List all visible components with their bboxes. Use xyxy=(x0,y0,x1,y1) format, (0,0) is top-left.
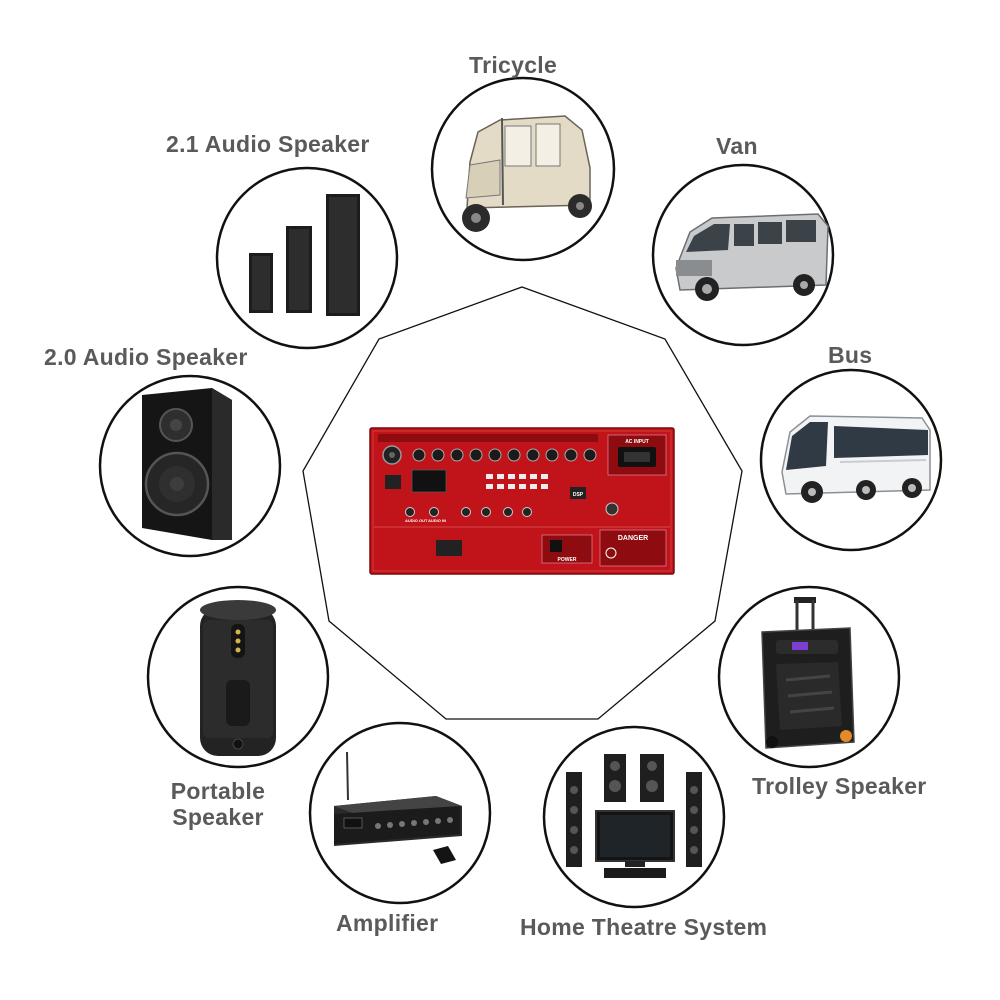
amplifier-board-panel: AC INPUT DSP AUDIO OUT AUDIO IN POWE xyxy=(369,427,675,575)
bus-image xyxy=(781,415,931,503)
speaker-20-item xyxy=(98,374,282,558)
column-speakers-image xyxy=(249,194,360,316)
panel-knobs xyxy=(382,445,597,465)
trolley-speaker-item xyxy=(717,585,901,769)
label-bus: Bus xyxy=(828,342,873,368)
tricycle-image xyxy=(462,115,592,232)
portable-speaker-item xyxy=(146,585,330,769)
amplifier-item xyxy=(308,721,492,905)
bookshelf-speaker-image xyxy=(142,388,232,540)
label-portable-line1: Portable xyxy=(170,778,266,804)
van-image xyxy=(675,213,829,301)
audio-in-label: AUDIO IN xyxy=(428,518,446,523)
danger-label: DANGER xyxy=(618,535,648,542)
label-21-audio-speaker: 2.1 Audio Speaker xyxy=(166,131,370,157)
tricycle-item xyxy=(430,76,616,262)
power-label: POWER xyxy=(558,557,577,563)
amplifier-image xyxy=(334,751,462,864)
label-tricycle: Tricycle xyxy=(469,52,558,78)
label-van: Van xyxy=(716,133,758,159)
van-item xyxy=(651,163,835,347)
label-portable-speaker: Portable Speaker xyxy=(157,778,279,830)
audio-out-label: AUDIO OUT xyxy=(405,518,428,523)
bus-item xyxy=(759,368,943,552)
label-trolley-speaker: Trolley Speaker xyxy=(752,773,927,799)
label-portable-line2: Speaker xyxy=(172,804,264,830)
eq-button-grid xyxy=(486,474,548,489)
home-theatre-image xyxy=(566,754,702,878)
panel-jacks xyxy=(405,502,619,517)
label-amplifier: Amplifier xyxy=(336,910,439,936)
center-nonagon-outline xyxy=(302,286,743,720)
trolley-speaker-image xyxy=(761,597,855,749)
label-20-audio-speaker: 2.0 Audio Speaker xyxy=(44,344,248,370)
speaker-21-item xyxy=(215,166,399,350)
home-theatre-item xyxy=(542,725,726,909)
label-home-theatre-system: Home Theatre System xyxy=(520,914,768,940)
portable-speaker-image xyxy=(200,600,276,756)
ac-input-label: AC INPUT xyxy=(625,439,649,445)
dsp-label: DSP xyxy=(573,492,584,498)
